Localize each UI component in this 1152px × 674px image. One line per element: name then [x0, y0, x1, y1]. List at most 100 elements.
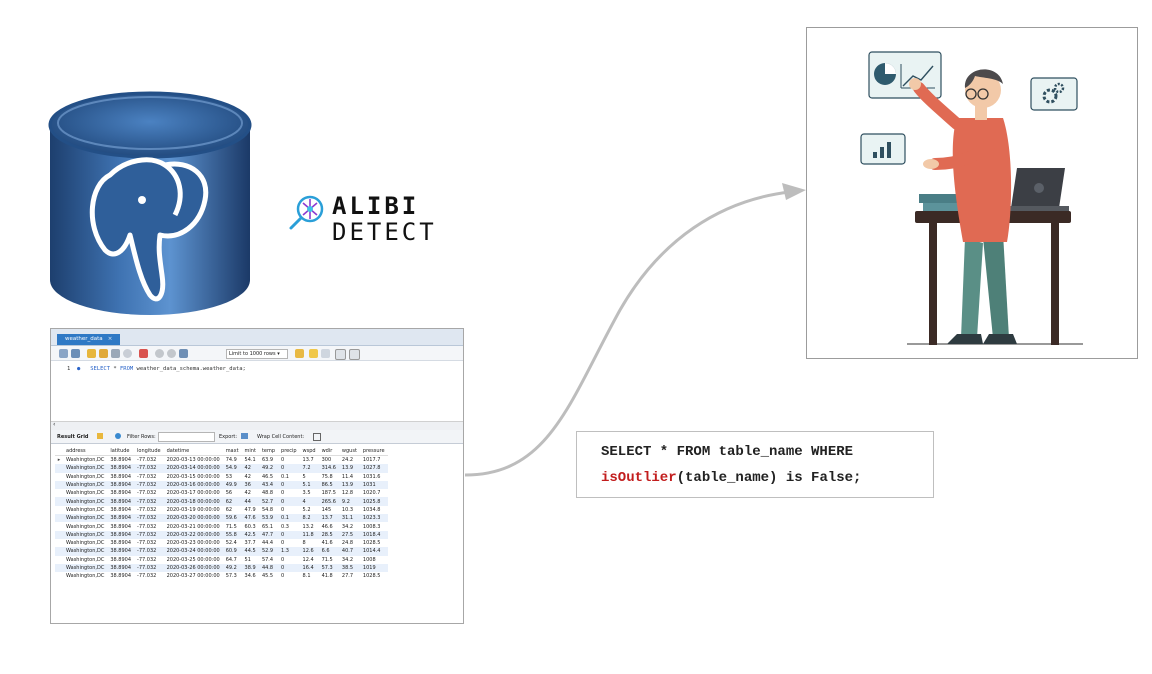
column-header[interactable]: latitude	[107, 446, 135, 456]
table-cell[interactable]: 52.7	[258, 497, 279, 506]
table-cell[interactable]: 12.4	[302, 556, 314, 563]
table-cell[interactable]: 54.8	[261, 506, 274, 513]
table-cell[interactable]: 7.2	[299, 464, 319, 473]
table-cell[interactable]: Washington,DC	[63, 480, 108, 490]
table-cell[interactable]: 59.6	[222, 514, 242, 523]
table-cell[interactable]: -77.032	[137, 490, 157, 497]
wrap-toggle-icon[interactable]	[313, 433, 321, 441]
table-cell[interactable]: Washington,DC	[66, 506, 105, 513]
invisible-chars-icon[interactable]	[335, 349, 346, 360]
table-cell[interactable]: 38.8904	[107, 497, 135, 506]
table-cell[interactable]: 38.9	[241, 563, 259, 573]
table-cell[interactable]: 1017.7	[362, 457, 381, 464]
table-cell[interactable]: 6.6	[318, 547, 339, 556]
table-cell[interactable]: 27.5	[338, 530, 360, 539]
table-cell[interactable]: 64.7	[225, 556, 237, 563]
table-cell[interactable]: 71.5	[225, 523, 237, 530]
table-cell[interactable]: 1008	[362, 556, 376, 563]
table-cell[interactable]: 38.8904	[107, 464, 135, 473]
table-cell[interactable]: -77.032	[137, 523, 157, 530]
table-cell[interactable]: 2020-03-16 00:00:00	[163, 480, 223, 490]
autocommit-icon[interactable]	[179, 349, 188, 358]
table-cell[interactable]: 0	[281, 556, 285, 563]
column-header[interactable]: wdir	[318, 446, 339, 456]
table-cell[interactable]: 41.8	[321, 573, 333, 580]
table-cell[interactable]: 74.9	[225, 457, 237, 464]
execute-current-icon[interactable]	[99, 349, 108, 358]
table-cell[interactable]: 71.5	[321, 556, 333, 563]
table-cell[interactable]: 11.4	[341, 473, 354, 480]
table-cell[interactable]: 51	[244, 556, 251, 563]
table-cell[interactable]: 42.5	[241, 530, 259, 539]
grid-icon[interactable]	[97, 433, 103, 439]
table-cell[interactable]: 49.2	[222, 563, 242, 573]
table-cell[interactable]: 8.1	[302, 573, 311, 580]
column-header[interactable]: wgust	[338, 446, 360, 456]
table-cell[interactable]: Washington,DC	[66, 473, 105, 480]
table-cell[interactable]: 13.7	[318, 514, 339, 523]
table-cell[interactable]: 31.1	[338, 514, 360, 523]
open-file-icon[interactable]	[59, 349, 68, 358]
table-cell[interactable]: 0.1	[281, 473, 289, 480]
table-cell[interactable]: 28.5	[318, 530, 339, 539]
table-cell[interactable]: -77.032	[137, 506, 157, 513]
table-cell[interactable]: 1014.4	[359, 547, 388, 556]
table-cell[interactable]: 57.3	[225, 573, 237, 580]
table-cell[interactable]: -77.032	[134, 563, 164, 573]
wrap-icon[interactable]	[349, 349, 360, 360]
table-cell[interactable]: 9.2	[338, 497, 360, 506]
table-cell[interactable]: 2020-03-26 00:00:00	[163, 563, 223, 573]
table-cell[interactable]: 38.8904	[107, 530, 135, 539]
table-cell[interactable]: Washington,DC	[66, 457, 105, 464]
table-cell[interactable]: 2020-03-25 00:00:00	[166, 556, 220, 563]
table-cell[interactable]: 1019	[359, 563, 388, 573]
find-icon[interactable]	[321, 349, 330, 358]
table-cell[interactable]: 34.2	[341, 556, 354, 563]
table-cell[interactable]: 63.9	[261, 457, 274, 464]
table-cell[interactable]: 2020-03-19 00:00:00	[166, 506, 220, 513]
table-cell[interactable]: 47.6	[241, 514, 259, 523]
table-cell[interactable]: -77.032	[137, 573, 157, 580]
table-cell[interactable]: 300	[321, 457, 332, 464]
commit-icon[interactable]	[155, 349, 164, 358]
table-cell[interactable]: Washington,DC	[63, 563, 108, 573]
table-cell[interactable]: 2020-03-24 00:00:00	[163, 547, 223, 556]
table-cell[interactable]: 0	[281, 573, 285, 580]
table-cell[interactable]: 1018.4	[359, 530, 388, 539]
table-cell[interactable]: 42	[244, 473, 251, 480]
table-cell[interactable]: 0	[281, 490, 285, 497]
table-cell[interactable]: Washington,DC	[66, 540, 105, 547]
table-cell[interactable]: 44.8	[258, 563, 279, 573]
table-cell[interactable]: 13.2	[302, 523, 314, 530]
table-cell[interactable]: 38.8904	[110, 523, 132, 530]
table-cell[interactable]: 1031.6	[362, 473, 381, 480]
table-cell[interactable]: 53	[225, 473, 233, 480]
table-cell[interactable]: 13.7	[302, 457, 314, 464]
table-cell[interactable]: 0	[278, 480, 300, 490]
column-header[interactable]: datetime	[163, 446, 223, 456]
table-cell[interactable]: 53.9	[258, 514, 279, 523]
table-cell[interactable]: 265.6	[318, 497, 339, 506]
explain-icon[interactable]	[111, 349, 120, 358]
table-cell[interactable]: 2020-03-20 00:00:00	[163, 514, 223, 523]
column-header[interactable]: maxt	[222, 446, 242, 456]
table-cell[interactable]: 2020-03-14 00:00:00	[163, 464, 223, 473]
table-cell[interactable]: 24.8	[341, 540, 354, 547]
column-header[interactable]: pressure	[359, 446, 388, 456]
table-cell[interactable]: 314.6	[318, 464, 339, 473]
table-cell[interactable]: 1031	[359, 480, 388, 490]
table-cell[interactable]: Washington,DC	[66, 573, 105, 580]
table-cell[interactable]: -77.032	[134, 530, 164, 539]
table-cell[interactable]: 0	[278, 530, 300, 539]
tab-weather-data[interactable]: weather_data×	[57, 334, 121, 345]
table-cell[interactable]: 145	[321, 506, 332, 513]
table-cell[interactable]: 1028.5	[362, 573, 381, 580]
table-cell[interactable]: 11.8	[299, 530, 319, 539]
table-cell[interactable]: 45.5	[261, 573, 274, 580]
table-cell[interactable]: 47.7	[258, 530, 279, 539]
